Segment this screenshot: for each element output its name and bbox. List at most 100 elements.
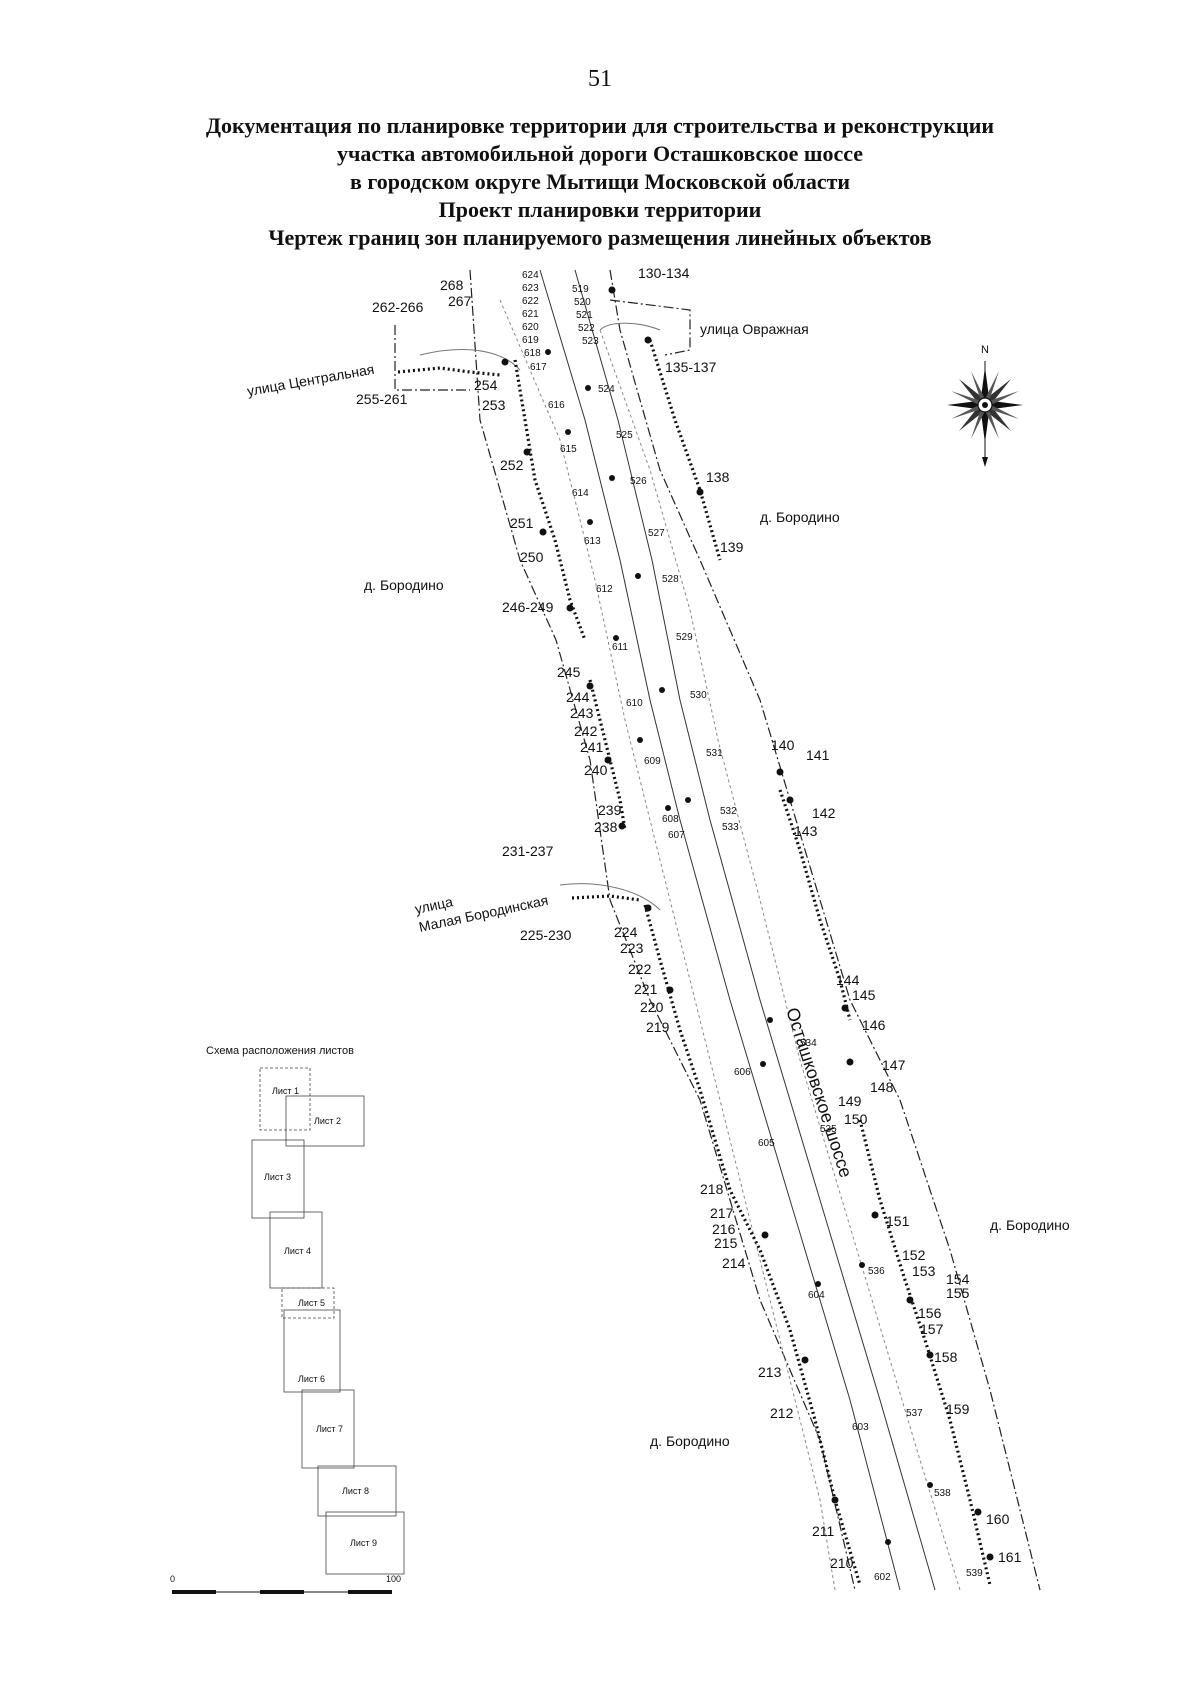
axis-point-604 (815, 1281, 821, 1287)
title-line-4: Проект планировки территории (438, 197, 762, 222)
label-156: 156 (918, 1305, 942, 1321)
label-217: 217 (710, 1205, 734, 1221)
point-250 (539, 528, 547, 536)
label-267: 267 (448, 293, 472, 309)
point-138 (696, 488, 704, 496)
axis-label-539: 539 (966, 1568, 983, 1579)
axis-label-532: 532 (720, 806, 737, 817)
label-268: 268 (440, 277, 464, 293)
axis-label-530: 530 (690, 690, 707, 701)
axis-label-527: 527 (648, 528, 665, 539)
label-214: 214 (722, 1255, 746, 1271)
label-213: 213 (758, 1364, 782, 1380)
axis-label-603: 603 (852, 1422, 869, 1433)
scale-bar: 0 100 (170, 1574, 401, 1594)
place-borodino-east: д. Бородино (990, 1217, 1070, 1233)
label-148: 148 (870, 1079, 894, 1095)
sheet-5-label: Лист 5 (298, 1298, 325, 1308)
axis-point-613 (587, 519, 593, 525)
axis-label-528: 528 (662, 574, 679, 585)
zone-boundary (394, 269, 1041, 1591)
point-213 (801, 1356, 809, 1364)
axis-point-617 (545, 349, 551, 355)
label-158: 158 (934, 1349, 958, 1365)
carriageway-edge-west (539, 269, 901, 1591)
sheet-9-frame (325, 1511, 405, 1575)
sheet-scheme: Схема расположения листов Лист 1 Лист 2 … (206, 1045, 405, 1575)
axis-label-604: 604 (808, 1290, 825, 1301)
red-line-east-upper (648, 339, 722, 561)
street-borodinskaya-edge (559, 883, 661, 911)
label-150: 150 (844, 1111, 868, 1127)
point-148 (846, 1058, 854, 1066)
label-244: 244 (566, 689, 590, 705)
street-tsentralnaya-edge (419, 349, 521, 371)
axis-point-536 (859, 1262, 865, 1268)
axis-point-528 (635, 573, 641, 579)
label-130-134: 130-134 (638, 265, 690, 281)
label-250: 250 (520, 549, 544, 565)
label-224: 224 (614, 924, 638, 940)
axis-label-622: 622 (522, 296, 539, 307)
axis-label-620: 620 (522, 322, 539, 333)
axis-label-537: 537 (906, 1408, 923, 1419)
axis-label-523: 523 (582, 336, 599, 347)
label-219: 219 (646, 1019, 670, 1035)
point-240 (604, 756, 612, 764)
point-221 (666, 986, 674, 994)
point-158 (926, 1351, 934, 1359)
label-238: 238 (594, 819, 618, 835)
label-251: 251 (510, 515, 534, 531)
axis-label-533: 533 (722, 822, 739, 833)
compass-north-label: N (981, 344, 989, 356)
label-146: 146 (862, 1017, 886, 1033)
axis-label-608: 608 (662, 814, 679, 825)
label-151: 151 (886, 1213, 910, 1229)
axis-point-534 (767, 1017, 773, 1023)
axis-points (545, 349, 933, 1545)
document-title: Документация по планировке территории дл… (80, 112, 1120, 252)
label-220: 220 (640, 999, 664, 1015)
axis-label-606: 606 (734, 1067, 751, 1078)
point-142 (786, 796, 794, 804)
label-215: 215 (714, 1235, 738, 1251)
axis-point-606 (760, 1061, 766, 1067)
label-246-249: 246-249 (502, 599, 554, 615)
label-252: 252 (500, 457, 524, 473)
label-210: 210 (830, 1555, 854, 1571)
label-245: 245 (557, 664, 581, 680)
axis-label-536: 536 (868, 1266, 885, 1277)
axis-label-618: 618 (524, 348, 541, 359)
label-140: 140 (771, 737, 795, 753)
red-line-west-upper (513, 359, 587, 641)
point-246 (566, 604, 574, 612)
point-161 (986, 1553, 994, 1561)
point-211 (831, 1496, 839, 1504)
label-144: 144 (836, 972, 860, 988)
label-240: 240 (584, 762, 608, 778)
sheet-2-label: Лист 2 (314, 1116, 341, 1126)
axis-label-624: 624 (522, 270, 539, 281)
sheet-4-label: Лист 4 (284, 1246, 311, 1256)
point-130 (608, 286, 616, 294)
axis-point-607 (665, 805, 671, 811)
axis-label-623: 623 (522, 283, 539, 294)
label-149: 149 (838, 1093, 862, 1109)
axis-label-529: 529 (676, 632, 693, 643)
label-231-237: 231-237 (502, 843, 554, 859)
label-262-266: 262-266 (372, 299, 424, 315)
axis-point-611 (613, 635, 619, 641)
label-147: 147 (882, 1057, 906, 1073)
street-ovrazhnaya: улица Овражная (700, 321, 809, 337)
sheet-1-frame (259, 1067, 311, 1131)
street-ovrazhnaya-edge (599, 322, 661, 331)
axis-label-521: 521 (576, 310, 593, 321)
axis-point-532 (685, 797, 691, 803)
sheet-7-label: Лист 7 (316, 1424, 343, 1434)
title-line-1: Документация по планировке территории дл… (205, 113, 995, 138)
point-140 (776, 768, 784, 776)
sheet-4-frame (269, 1211, 323, 1289)
red-line-east-middle (778, 789, 852, 1021)
title-line-5: Чертеж границ зон планируемого размещени… (268, 225, 932, 250)
point-155 (906, 1296, 914, 1304)
